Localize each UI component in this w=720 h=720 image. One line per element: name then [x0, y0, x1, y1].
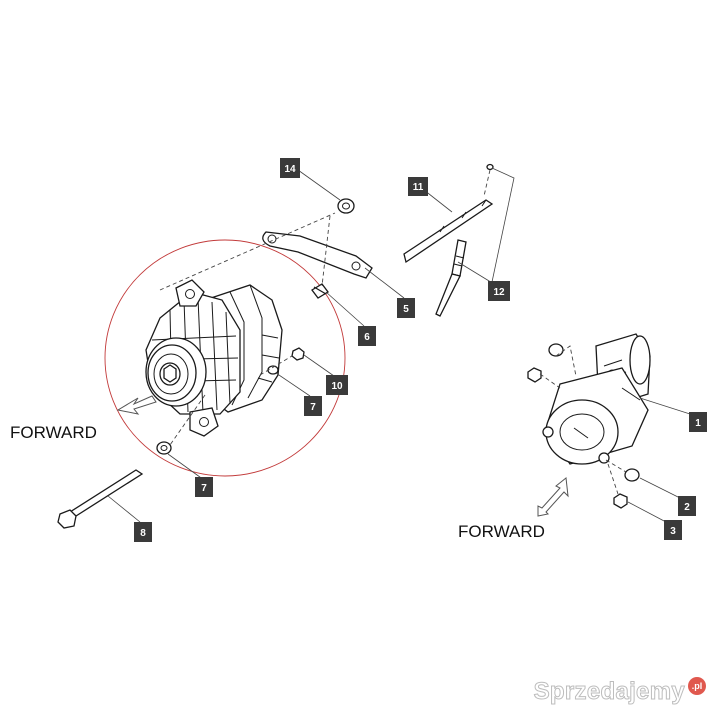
svg-text:1: 1 [695, 418, 701, 429]
callout-2: 2 [678, 496, 696, 516]
starter-motor-illustration [542, 333, 651, 465]
forward-label-right: FORWARD [458, 522, 545, 541]
callout-10: 10 [326, 375, 348, 395]
svg-text:14: 14 [284, 164, 296, 175]
callout-1: 1 [689, 412, 707, 432]
svg-text:7: 7 [310, 402, 316, 413]
nut-starter-top [527, 367, 542, 383]
bracket-part-5 [262, 231, 373, 279]
washer-part-7-lower [156, 441, 172, 455]
bus-bar-part-11 [403, 163, 494, 264]
forward-label-left: FORWARD [10, 423, 97, 442]
washer-part-2 [624, 468, 640, 482]
svg-text:11: 11 [413, 182, 424, 193]
forward-arrow-right [537, 477, 569, 517]
callout-7-upper: 7 [304, 396, 322, 416]
callout-14: 14 [280, 158, 300, 178]
callout-5: 5 [397, 298, 415, 318]
forward-arrow-left [116, 395, 157, 415]
callout-7-lower: 7 [195, 477, 213, 497]
svg-text:3: 3 [670, 526, 676, 537]
callout-8: 8 [134, 522, 152, 542]
nut-part-14 [337, 198, 355, 214]
callout-11: 11 [408, 177, 428, 196]
watermark-badge: .pl [688, 677, 706, 695]
watermark: Sprzedajemy .pl [533, 677, 706, 706]
svg-text:6: 6 [364, 332, 370, 343]
alternator-illustration [145, 279, 283, 437]
callout-12: 12 [488, 281, 510, 301]
nut-part-3 [613, 493, 628, 509]
svg-text:5: 5 [403, 304, 409, 315]
watermark-text: Sprzedajemy [533, 678, 685, 706]
highlight-circle [104, 239, 346, 477]
svg-text:12: 12 [493, 287, 505, 298]
bolt-part-8 [57, 469, 144, 529]
glow-plug-part-12 [435, 239, 467, 317]
washer-starter-top [548, 343, 564, 357]
svg-text:10: 10 [331, 381, 343, 392]
svg-text:2: 2 [684, 502, 690, 513]
svg-text:8: 8 [140, 528, 146, 539]
callout-3: 3 [664, 520, 682, 540]
nut-part-10 [291, 347, 305, 361]
bolt-part-6 [311, 283, 329, 299]
svg-text:7: 7 [201, 483, 207, 494]
callout-6: 6 [358, 326, 376, 346]
